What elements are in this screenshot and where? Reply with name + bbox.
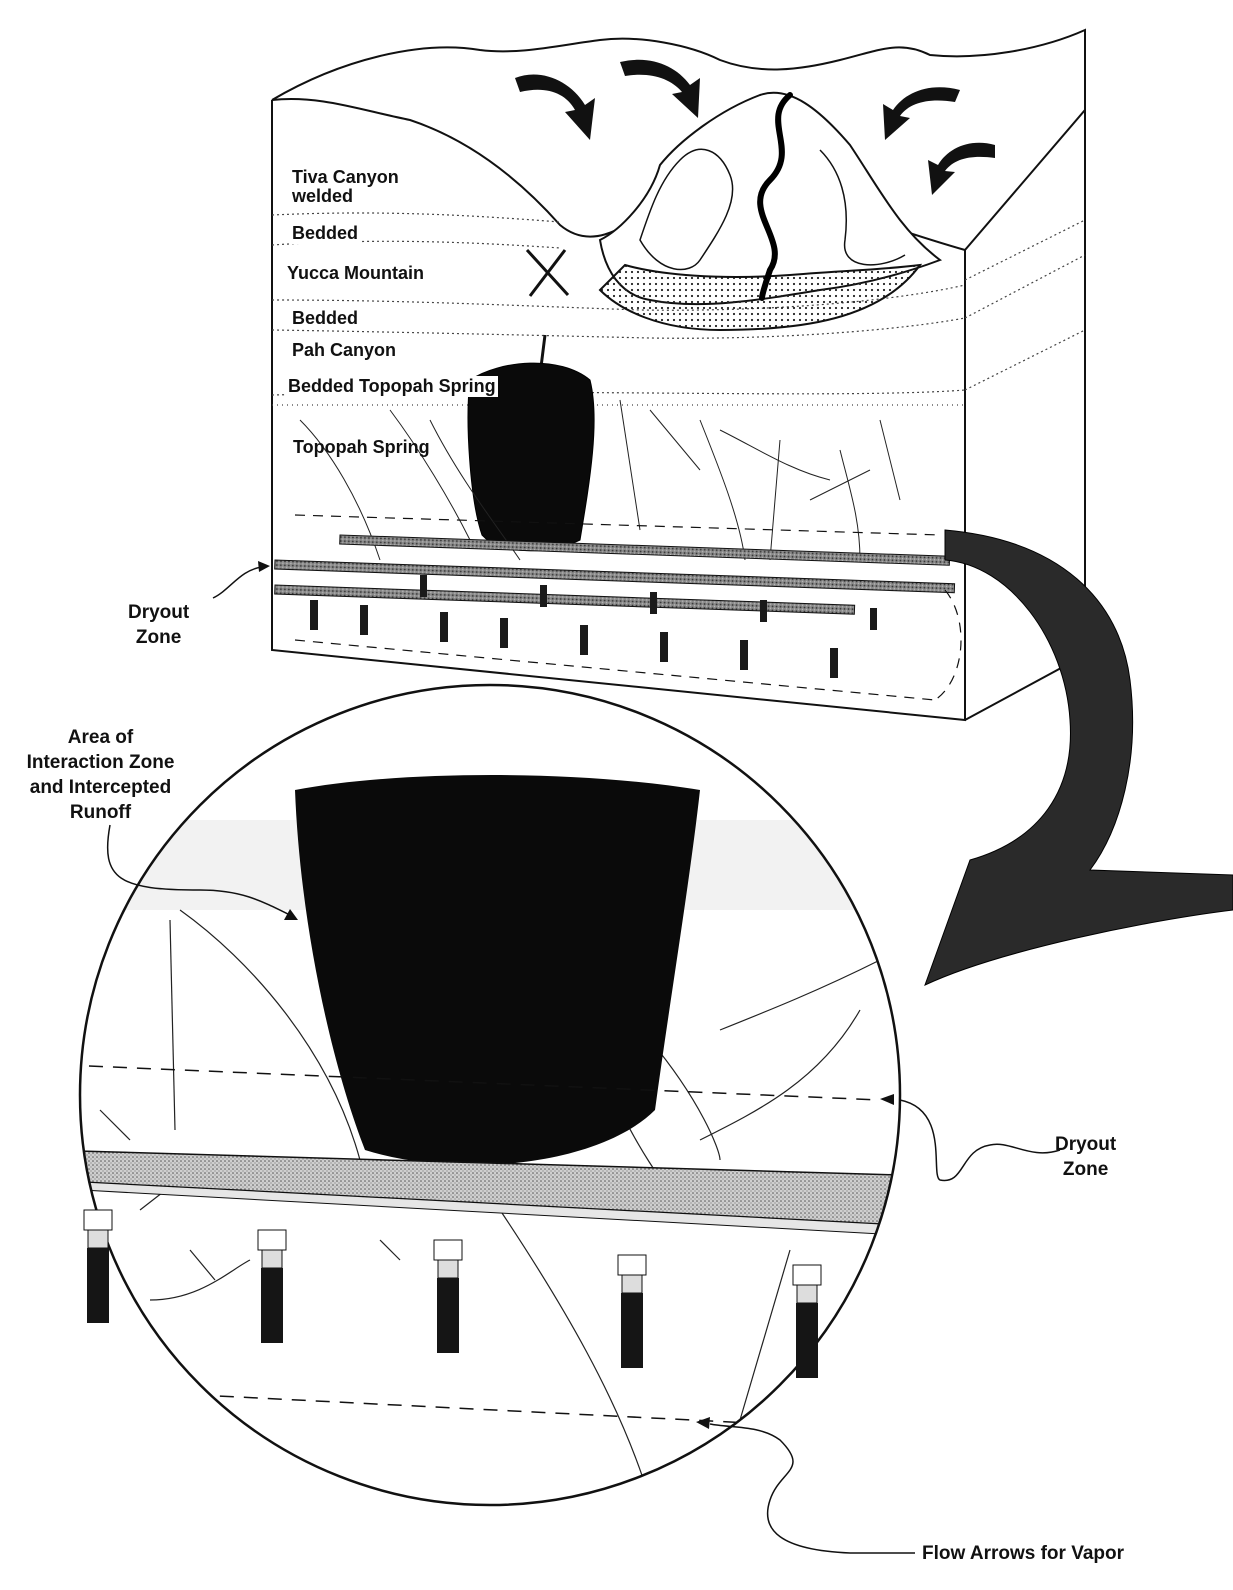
interaction-arrowhead (284, 909, 298, 920)
interaction-zone-magnified (295, 775, 700, 1165)
dryout-lower-arrowhead (880, 1094, 894, 1105)
x-marker (527, 250, 568, 375)
waste-canisters-magnified (84, 1210, 821, 1378)
dryout-upper-arrowhead (258, 561, 270, 572)
label-bedded-1: Bedded (290, 223, 360, 244)
dryout-upper-leader (213, 567, 262, 598)
label-yucca-mountain: Yucca Mountain (287, 263, 424, 284)
label-bedded-2: Bedded (290, 308, 360, 329)
label-pah-canyon: Pah Canyon (292, 340, 396, 361)
label-tiva-canyon: Tiva Canyon welded (292, 168, 399, 206)
dryout-lower-leader (900, 1100, 1060, 1180)
flow-arrowhead (696, 1417, 710, 1429)
label-flow-arrows: Flow Arrows for Vapor (922, 1543, 1124, 1564)
label-dryout-zone-lower: Dryout Zone (1055, 1132, 1116, 1182)
label-interaction-zone: Area of Interaction Zone and Intercepted… (8, 725, 193, 825)
fractures-upper (300, 400, 900, 560)
label-dryout-zone-upper: Dryout Zone (128, 600, 189, 650)
label-topopah-spring: Topopah Spring (293, 437, 430, 458)
block-outline (272, 30, 1085, 720)
magnify-arrow (925, 530, 1233, 985)
flow-leader (710, 1424, 915, 1553)
label-bedded-topopah: Bedded Topopah Spring (286, 376, 498, 397)
repository-drifts-upper (275, 535, 955, 614)
